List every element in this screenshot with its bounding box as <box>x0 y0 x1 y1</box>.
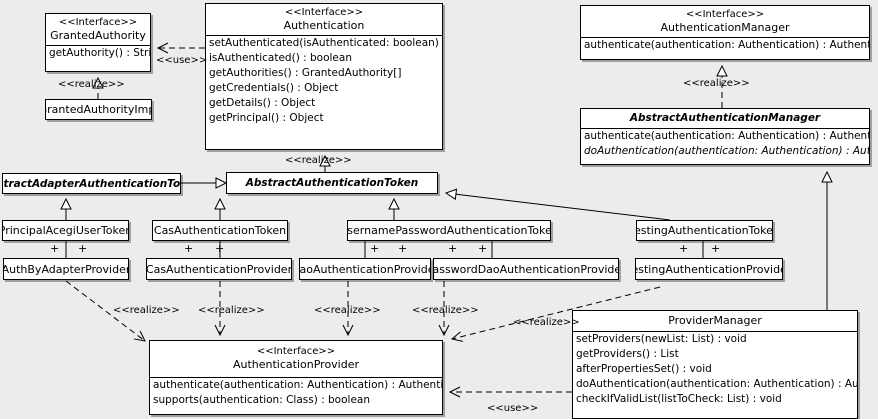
class-name: AbstractAdapterAuthenticationToken <box>3 177 181 190</box>
class-abstract-authentication-manager[interactable]: AbstractAuthenticationManager authentica… <box>580 108 870 165</box>
operations-compartment: setProviders(newList: List) : void getPr… <box>573 331 857 407</box>
class-name: AuthenticationProvider <box>232 358 360 371</box>
stereotype-label: <<Interface>> <box>256 346 336 357</box>
class-header: <<Interface>> Authentication <box>206 4 442 35</box>
class-name: PrincipalAcegiUserToken <box>2 224 129 237</box>
multiplicity-plus: + <box>50 242 60 255</box>
operations-compartment: authenticate(authentication: Authenticat… <box>581 37 869 53</box>
operation-row: getAuthorities() : GrantedAuthority[] <box>209 67 402 79</box>
multiplicity-plus: + <box>448 242 458 255</box>
edge-label-use-authentication-grantedauthority: <<use>> <box>156 55 208 66</box>
multiplicity-plus: + <box>679 242 689 255</box>
class-auth-by-adapter-provider[interactable]: AuthByAdapterProvider <box>3 258 129 280</box>
class-header: <<Interface>> AuthenticationProvider <box>150 341 442 374</box>
class-name: AbstractAuthenticationToken <box>245 177 419 189</box>
operation-row: getCredentials() : Object <box>209 82 339 94</box>
operation-row: authenticate(authentication: Authenticat… <box>584 130 869 142</box>
edge-label-realize-passworddao-provider: <<realize>> <box>412 305 479 316</box>
edge-label-realize-grantedauthorityimpl: <<realize>> <box>58 79 125 90</box>
operation-row: afterPropertiesSet() : void <box>576 363 712 375</box>
class-granted-authority-impl[interactable]: GrantedAuthorityImpl <box>45 99 152 120</box>
operation-row: getPrincipal() : Object <box>209 112 324 124</box>
edge-label-realize-dao-provider: <<realize>> <box>314 305 381 316</box>
class-cas-authentication-provider[interactable]: CasAuthenticationProvider <box>146 258 292 280</box>
class-name: CasAuthenticationProvider <box>146 262 292 276</box>
multiplicity-plus: + <box>711 242 721 255</box>
operation-row: getAuthority() : String <box>49 47 150 59</box>
class-testing-authentication-token[interactable]: TestingAuthenticationToken <box>636 220 773 241</box>
class-abstract-adapter-authentication-token[interactable]: AbstractAdapterAuthenticationToken <box>2 173 181 194</box>
edge-label-realize-cas-provider: <<realize>> <box>198 305 265 316</box>
class-header: <<Interface>> GrantedAuthority <box>46 14 150 45</box>
class-name: TestingAuthenticationProvider <box>636 262 782 276</box>
operation-row: authenticate(authentication: Authenticat… <box>153 379 442 391</box>
class-granted-authority[interactable]: <<Interface>> GrantedAuthority getAuthor… <box>45 13 151 72</box>
multiplicity-plus: + <box>78 242 88 255</box>
multiplicity-plus: + <box>215 242 225 255</box>
class-name: AuthByAdapterProvider <box>3 262 129 276</box>
class-header: ProviderManager <box>573 311 857 331</box>
class-header: AbstractAuthenticationManager <box>581 109 869 128</box>
class-username-password-authentication-token[interactable]: UsernamePasswordAuthenticationToken <box>347 220 551 241</box>
operation-row: doAuthentication(authentication: Authent… <box>584 145 869 157</box>
class-authentication-provider[interactable]: <<Interface>> AuthenticationProvider aut… <box>149 340 443 415</box>
stereotype-label: <<Interface>> <box>58 17 138 28</box>
operation-row: authenticate(authentication: Authenticat… <box>584 39 869 51</box>
operations-compartment: authenticate(authentication: Authenticat… <box>150 377 442 408</box>
multiplicity-plus: + <box>370 242 380 255</box>
class-name: UsernamePasswordAuthenticationToken <box>347 224 551 237</box>
class-dao-authentication-provider[interactable]: DaoAuthenticationProvider <box>299 258 431 280</box>
stereotype-label: <<Interface>> <box>284 7 364 18</box>
operations-compartment: getAuthority() : String <box>46 45 150 61</box>
class-name: AuthenticationManager <box>660 21 790 34</box>
class-principal-acegi-user-token[interactable]: PrincipalAcegiUserToken <box>2 220 129 241</box>
class-name: AbstractAuthenticationManager <box>629 112 821 124</box>
class-cas-authentication-token[interactable]: CasAuthenticationToken <box>152 220 288 241</box>
operation-row: isAuthenticated() : boolean <box>209 52 352 64</box>
operation-row: setAuthenticated(isAuthenticated: boolea… <box>209 37 442 49</box>
edge-label-realize-testing-provider: <<realize>> <box>513 317 580 328</box>
operation-row: setProviders(newList: List) : void <box>576 333 747 345</box>
class-testing-authentication-provider[interactable]: TestingAuthenticationProvider <box>635 258 783 280</box>
class-header: <<Interface>> AuthenticationManager <box>581 6 869 37</box>
class-name: PasswordDaoAuthenticationProvider <box>433 262 619 276</box>
operation-row: checkIfValidList(listToCheck: List) : vo… <box>576 393 782 405</box>
class-name: CasAuthenticationToken <box>153 224 287 237</box>
edge-label-realize-authbyadapter: <<realize>> <box>113 305 180 316</box>
class-name: GrantedAuthority <box>50 29 146 42</box>
operation-row: getDetails() : Object <box>209 97 316 109</box>
class-name: ProviderManager <box>668 314 762 327</box>
operation-row: doAuthentication(authentication: Authent… <box>576 378 857 390</box>
stereotype-label: <<Interface>> <box>685 9 765 20</box>
class-name: Authentication <box>283 19 365 32</box>
operations-compartment: setAuthenticated(isAuthenticated: boolea… <box>206 35 442 126</box>
class-password-dao-authentication-provider[interactable]: PasswordDaoAuthenticationProvider <box>433 258 619 280</box>
class-abstract-authentication-token[interactable]: AbstractAuthenticationToken <box>226 172 438 194</box>
class-name: GrantedAuthorityImpl <box>45 103 151 116</box>
multiplicity-plus: + <box>398 242 408 255</box>
class-provider-manager[interactable]: ProviderManager setProviders(newList: Li… <box>572 310 858 419</box>
class-name: TestingAuthenticationToken <box>636 224 773 237</box>
edge-label-use-providermanager-authenticationprovider: <<use>> <box>487 403 539 414</box>
multiplicity-plus: + <box>478 242 488 255</box>
operation-row: supports(authentication: Class) : boolea… <box>153 394 370 406</box>
class-name: DaoAuthenticationProvider <box>299 262 430 276</box>
edge-label-realize-abstract-token-authentication: <<realize>> <box>285 155 352 166</box>
class-authentication[interactable]: <<Interface>> Authentication setAuthenti… <box>205 3 443 150</box>
multiplicity-plus: + <box>184 242 194 255</box>
operation-row: getProviders() : List <box>576 348 679 360</box>
class-authentication-manager[interactable]: <<Interface>> AuthenticationManager auth… <box>580 5 870 60</box>
edge-label-realize-abstract-manager: <<realize>> <box>683 78 750 89</box>
operations-compartment: authenticate(authentication: Authenticat… <box>581 128 869 159</box>
